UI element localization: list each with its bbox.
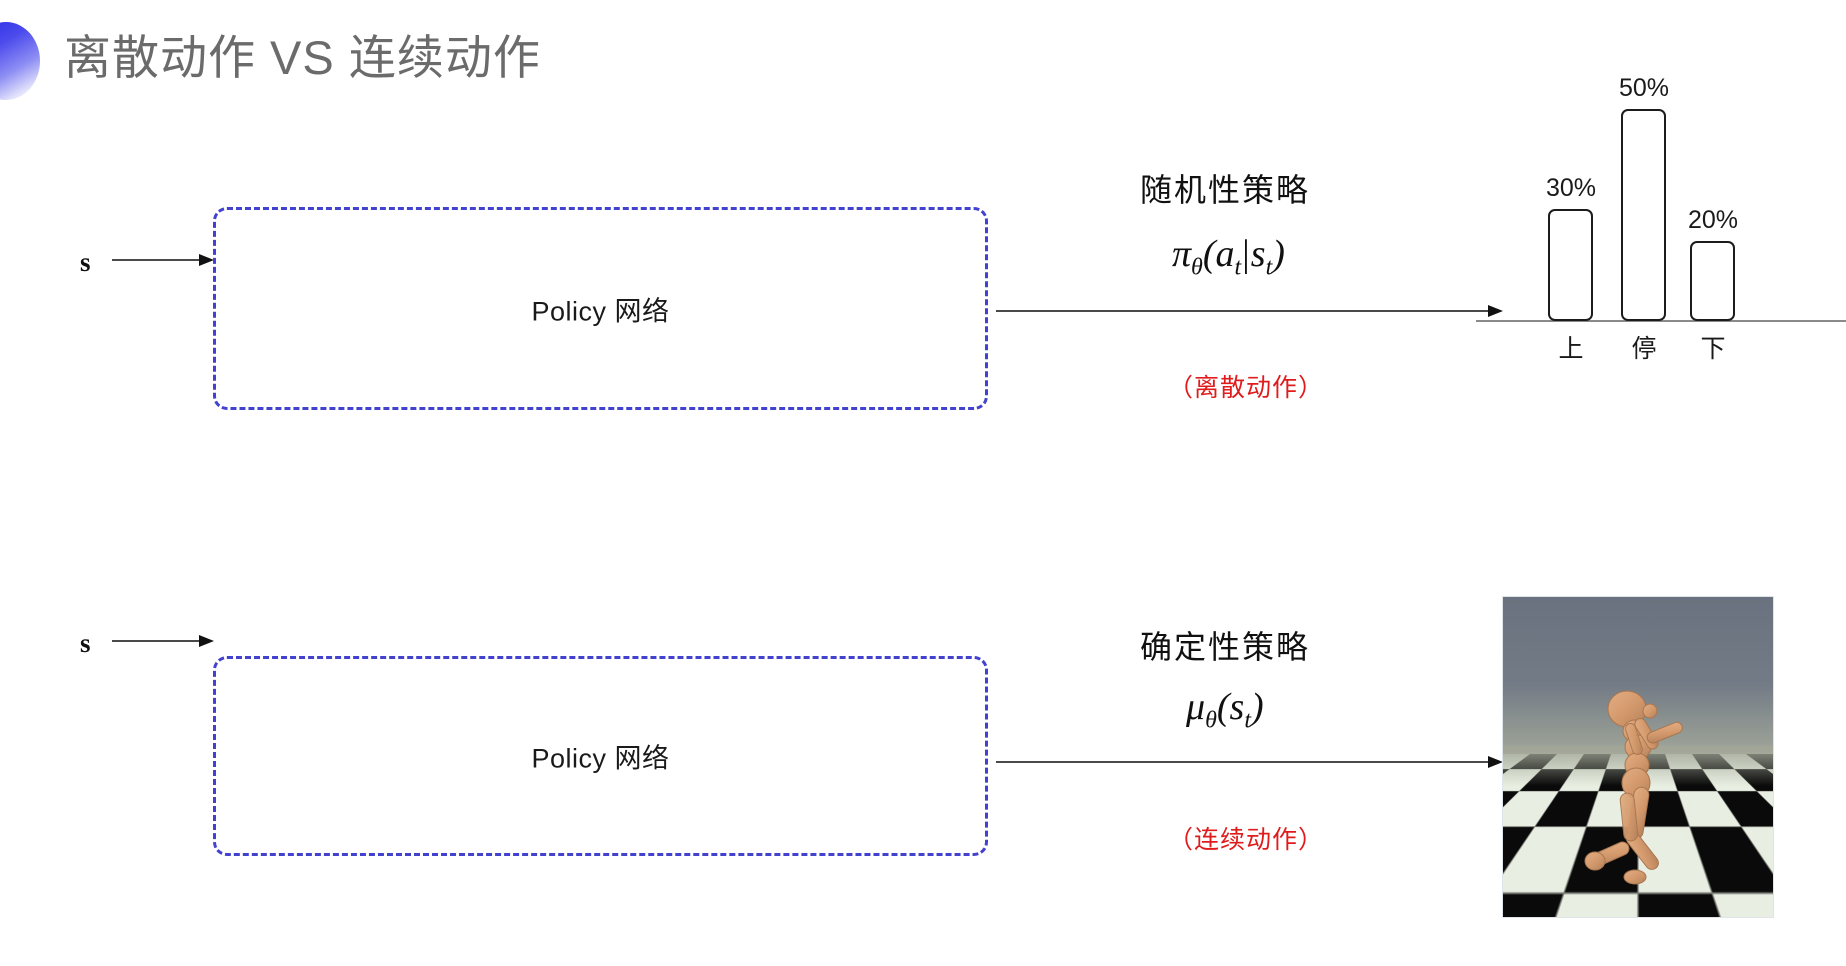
formula-state: s — [1250, 233, 1266, 275]
formula-mu-subscript: θ — [1205, 707, 1217, 734]
formula-action-subscript: t — [1234, 254, 1242, 281]
deterministic-policy-title: 确定性策略 — [1140, 629, 1311, 665]
arrow-shaft — [112, 640, 201, 642]
bar-rect-0 — [1548, 209, 1593, 321]
formula-state-subscript: t — [1244, 707, 1251, 734]
arrow-state-to-policy-continuous — [112, 635, 214, 647]
stochastic-policy-formula: πθ(at|st) — [1172, 232, 1285, 282]
page-title: 离散动作 VS 连续动作 — [64, 31, 541, 84]
policy-network-label: Policy 网络 — [531, 743, 670, 774]
formula-open-paren: ( — [1216, 686, 1230, 728]
policy-network-box-continuous[interactable]: Policy 网络 — [213, 656, 988, 856]
continuous-action-note: （连续动作） — [1168, 826, 1325, 854]
deterministic-policy-formula: μθ(st) — [1186, 685, 1264, 735]
arrow-head-icon — [1488, 756, 1503, 768]
formula-close-paren: ) — [1272, 233, 1285, 275]
policy-network-label: Policy 网络 — [531, 296, 670, 326]
arrow-state-to-policy-discrete — [112, 254, 214, 266]
formula-state-subscript: t — [1265, 254, 1273, 281]
bar-value-label-1: 50% — [1618, 74, 1670, 102]
formula-mu: μ — [1186, 686, 1206, 728]
arrow-shaft — [112, 259, 201, 261]
chart-baseline — [1476, 320, 1846, 322]
arrow-shaft — [996, 761, 1490, 763]
input-state-label-continuous: s — [80, 628, 91, 658]
half-circle-gradient-bullet-icon — [0, 22, 40, 100]
formula-close-paren: ) — [1251, 686, 1264, 728]
formula-pi: π — [1172, 233, 1192, 275]
arrow-policy-to-output-continuous — [996, 756, 1503, 768]
bar-category-label-2: 下 — [1700, 335, 1726, 363]
bar-rect-2 — [1690, 241, 1735, 321]
formula-action: a — [1215, 233, 1235, 275]
arrow-head-icon — [199, 254, 214, 266]
bar-value-label-0: 30% — [1545, 174, 1597, 202]
humanoid-simulation-image — [1503, 597, 1773, 917]
discrete-action-note: （离散动作） — [1168, 374, 1325, 402]
arrow-head-icon — [1488, 305, 1503, 317]
formula-given-bar: | — [1242, 233, 1250, 275]
bar-category-label-1: 停 — [1631, 335, 1657, 363]
formula-state: s — [1229, 686, 1245, 728]
bar-value-label-2: 20% — [1687, 206, 1739, 234]
arrow-head-icon — [199, 635, 214, 647]
bar-rect-1 — [1621, 109, 1666, 321]
action-probability-bar-chart: 30% 上 50% 停 20% 下 — [1476, 74, 1846, 396]
arrow-policy-to-output-discrete — [996, 305, 1503, 317]
formula-pi-subscript: θ — [1191, 254, 1203, 281]
policy-network-box-discrete[interactable]: Policy 网络 — [213, 207, 988, 410]
stochastic-policy-title: 随机性策略 — [1140, 172, 1311, 208]
bar-category-label-0: 上 — [1558, 335, 1584, 363]
humanoid-figure-icon — [1584, 690, 1683, 885]
arrow-shaft — [996, 310, 1490, 312]
input-state-label-discrete: s — [80, 247, 91, 277]
formula-open-paren: ( — [1202, 233, 1216, 275]
